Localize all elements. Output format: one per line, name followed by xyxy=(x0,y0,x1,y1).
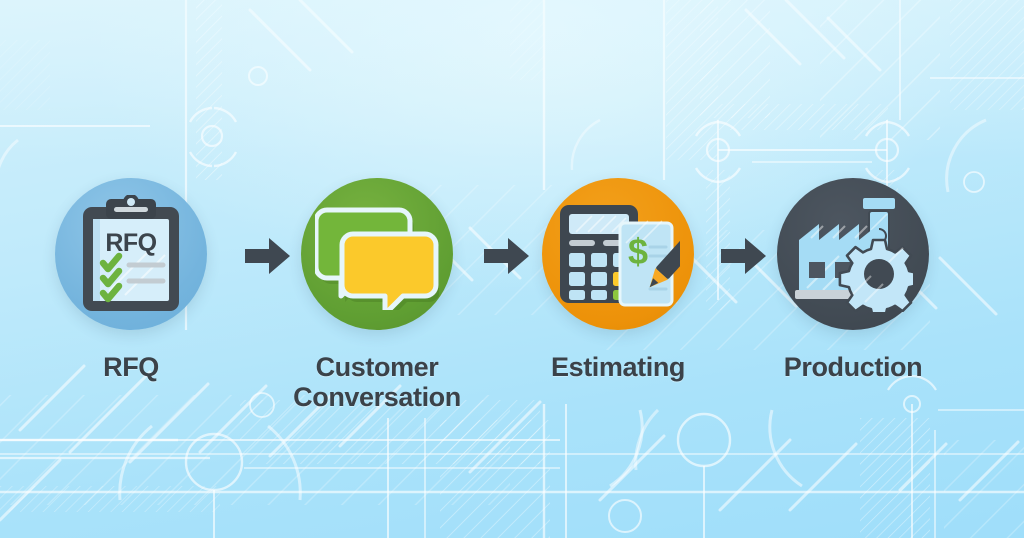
caption-line-2: Conversation xyxy=(293,382,461,413)
calculator-invoice-pencil-icon: $ xyxy=(560,205,680,307)
step-production-badge xyxy=(777,178,929,330)
step-estimating[interactable]: $ Estimating xyxy=(542,178,694,382)
svg-text:$: $ xyxy=(628,231,648,272)
factory-gear-icon xyxy=(795,198,913,312)
step-rfq-badge: RFQ xyxy=(55,178,207,330)
clipboard-rfq-icon: RFQ xyxy=(83,195,179,311)
arrow-3-icon xyxy=(721,238,766,274)
speech-bubbles-icon xyxy=(315,207,439,310)
arrow-2-icon xyxy=(484,238,529,274)
step-customer-conversation-badge xyxy=(301,178,453,330)
arrow-1-icon xyxy=(245,238,290,274)
step-rfq-caption: RFQ xyxy=(103,352,159,382)
step-customer-conversation[interactable]: Customer Conversation xyxy=(293,178,461,412)
caption-line-1: Customer xyxy=(315,352,439,382)
step-rfq[interactable]: RFQ RFQ xyxy=(55,178,207,382)
svg-text:RFQ: RFQ xyxy=(105,229,156,257)
step-production[interactable]: Production xyxy=(777,178,929,382)
step-production-caption: Production xyxy=(783,352,923,382)
step-estimating-badge: $ xyxy=(542,178,694,330)
step-estimating-caption: Estimating xyxy=(550,352,686,382)
step-customer-conversation-caption: Customer Conversation xyxy=(264,352,490,412)
